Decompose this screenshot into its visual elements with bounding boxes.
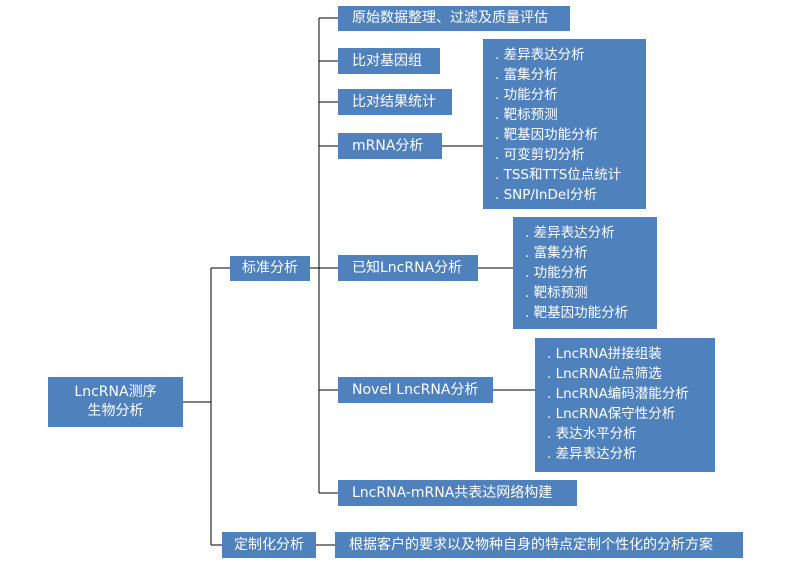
- raw-data-node: 原始数据整理、过滤及质量评估: [338, 6, 570, 31]
- list-item: 靶标预测: [525, 283, 657, 303]
- list-item: 表达水平分析: [547, 424, 715, 444]
- mrna-analysis-node: mRNA分析: [338, 133, 442, 159]
- root-node: LncRNA测序 生物分析: [48, 377, 183, 427]
- list-item: 差异表达分析: [525, 223, 657, 243]
- root-line1: LncRNA测序: [74, 384, 157, 400]
- known-lncrna-node: 已知LncRNA分析: [338, 255, 478, 281]
- custom-detail-node: 根据客户的要求以及物种自身的特点定制个性化的分析方案: [335, 532, 743, 558]
- list-item: 功能分析: [525, 263, 657, 283]
- list-item: TSS和TTS位点统计: [495, 165, 646, 185]
- list-item: 富集分析: [495, 65, 646, 85]
- list-item: SNP/InDel分析: [495, 185, 646, 205]
- novel-lncrna-node: Novel LncRNA分析: [338, 377, 493, 403]
- known-lncrna-details-list: 差异表达分析 富集分析 功能分析 靶标预测 靶基因功能分析: [513, 217, 657, 329]
- custom-analysis-node: 定制化分析: [222, 532, 316, 558]
- list-item: 差异表达分析: [547, 444, 715, 464]
- list-item: LncRNA保守性分析: [547, 404, 715, 424]
- root-line2: 生物分析: [87, 403, 144, 419]
- list-item: 可变剪切分析: [495, 145, 646, 165]
- list-item: 靶基因功能分析: [495, 125, 646, 145]
- list-item: 功能分析: [495, 85, 646, 105]
- list-item: LncRNA编码潜能分析: [547, 384, 715, 404]
- list-item: LncRNA拼接组装: [547, 344, 715, 364]
- novel-lncrna-details-list: LncRNA拼接组装 LncRNA位点筛选 LncRNA编码潜能分析 LncRN…: [535, 338, 715, 472]
- coexpression-node: LncRNA-mRNA共表达网络构建: [338, 480, 577, 506]
- list-item: 差异表达分析: [495, 45, 646, 65]
- list-item: 靶基因功能分析: [525, 303, 657, 323]
- align-genome-node: 比对基因组: [338, 48, 440, 74]
- align-stats-node: 比对结果统计: [338, 89, 452, 115]
- list-item: 靶标预测: [495, 105, 646, 125]
- mrna-details-list: 差异表达分析 富集分析 功能分析 靶标预测 靶基因功能分析 可变剪切分析 TSS…: [483, 39, 646, 209]
- standard-analysis-node: 标准分析: [230, 256, 310, 281]
- list-item: LncRNA位点筛选: [547, 364, 715, 384]
- list-item: 富集分析: [525, 243, 657, 263]
